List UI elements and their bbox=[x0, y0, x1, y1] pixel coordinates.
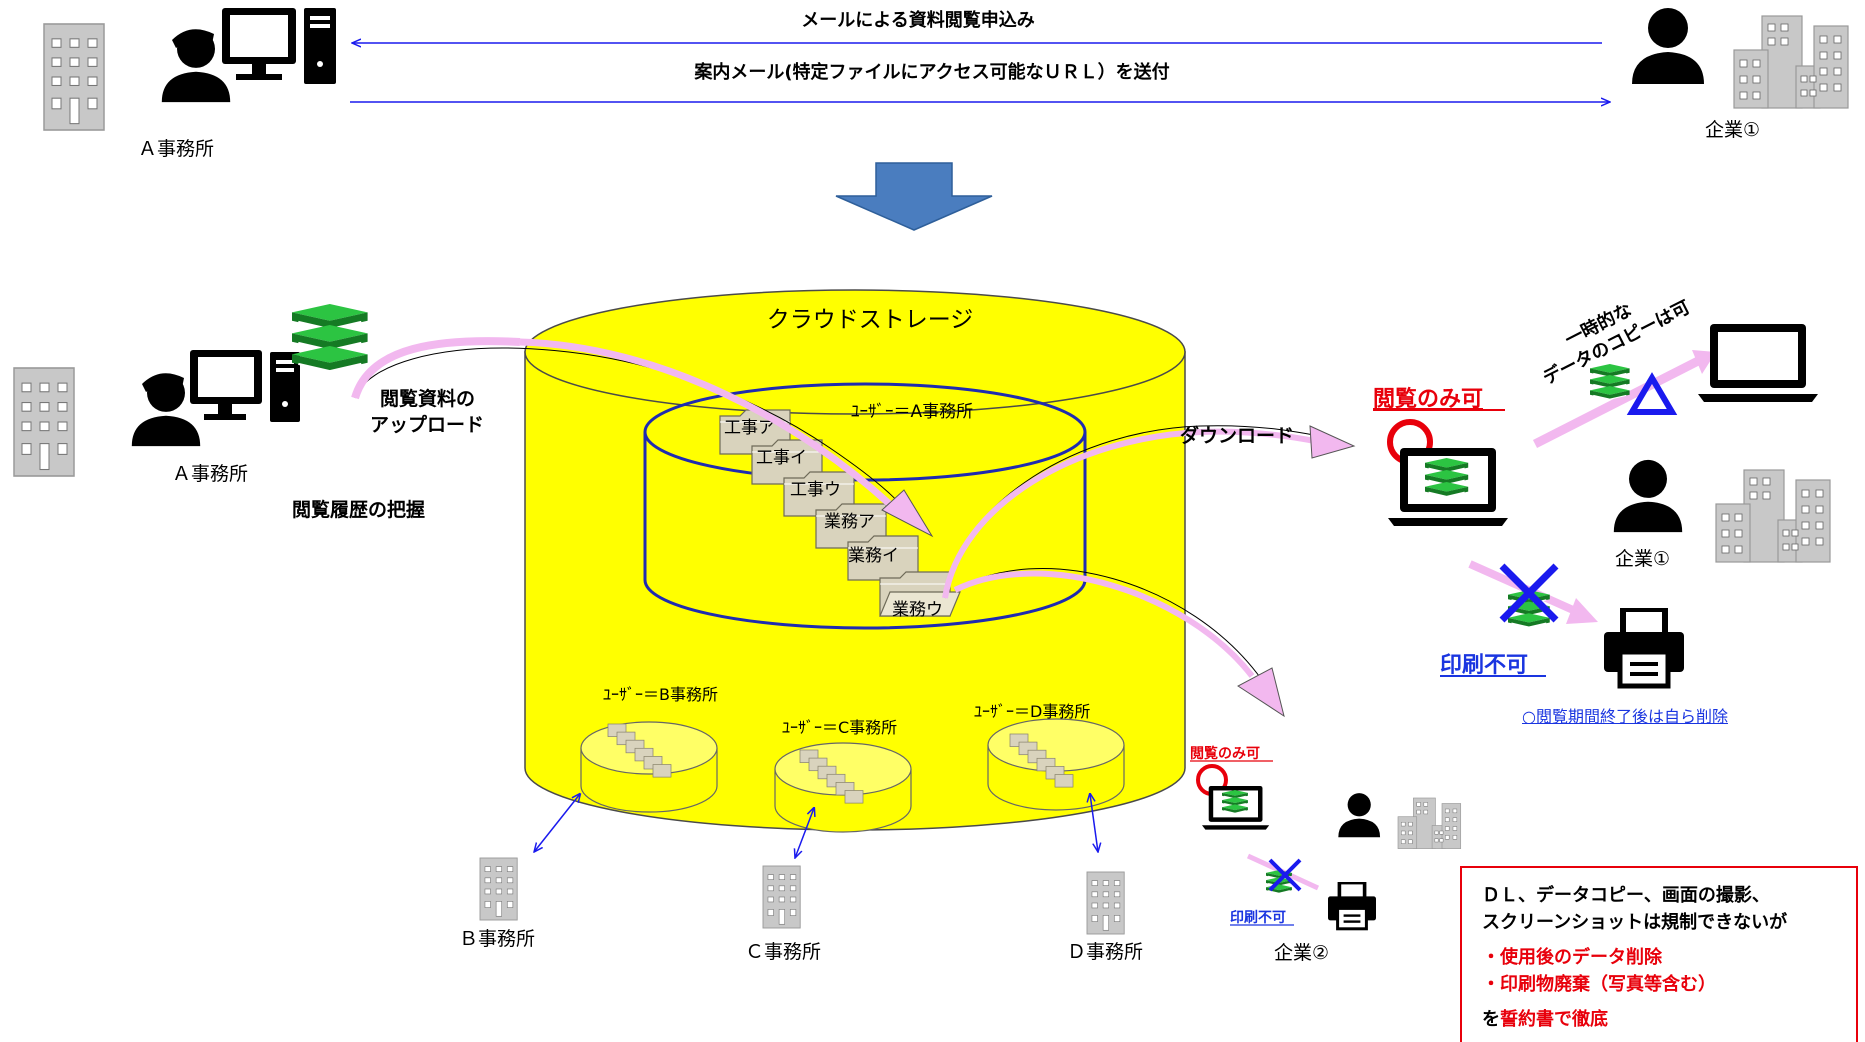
view-only-label: 閲覧のみ可 bbox=[1373, 386, 1483, 412]
user-a-label: ﾕｰｻﾞｰ＝A事務所 bbox=[851, 402, 973, 422]
cloud-storage-cylinder bbox=[524, 289, 1186, 831]
folder-kouji-u-label: 工事ウ bbox=[790, 480, 841, 500]
company2-view-only-label: 閲覧のみ可 bbox=[1190, 745, 1260, 762]
company2-curved-arrow bbox=[953, 567, 1285, 718]
office-d-label: Ｄ事務所 bbox=[1067, 941, 1143, 963]
office-b-building-icon bbox=[479, 857, 518, 921]
folder-gyoumu-u bbox=[879, 571, 961, 617]
conditional-triangle-icon bbox=[1626, 372, 1678, 415]
company2-prohibited-x-icon bbox=[1268, 858, 1302, 892]
guide-label: 案内メール(特定ファイルにアクセス可能なＵＲＬ）を送付 bbox=[693, 61, 1169, 83]
note-item-dispose: ・印刷物廃棄（写真等含む） bbox=[1482, 974, 1716, 995]
folder-kouji-a-label: 工事ア bbox=[724, 418, 775, 438]
office-d-link-arrow bbox=[1090, 794, 1098, 852]
user-c-storage bbox=[774, 742, 912, 833]
folder-kouji-i-label: 工事イ bbox=[756, 448, 807, 468]
prohibited-x-icon bbox=[1499, 563, 1559, 623]
folder-gyoumu-a-label: 業務ア bbox=[824, 512, 875, 532]
office-a-person-pc-icon bbox=[161, 8, 336, 103]
temp-copy-arrow bbox=[1532, 355, 1703, 449]
note-closing-pre: を bbox=[1482, 1009, 1500, 1030]
user-b-storage bbox=[580, 721, 718, 813]
upload-curved-arrow bbox=[351, 337, 934, 538]
company2-no-print-label: 印刷不可 bbox=[1230, 909, 1286, 926]
flow-down-arrow bbox=[835, 162, 993, 231]
office-c-link-arrow bbox=[795, 808, 814, 858]
no-print-label: 印刷不可 bbox=[1440, 653, 1528, 678]
note-closing: を誓約書で徹底 bbox=[1482, 1006, 1856, 1033]
company1-label-middle: 企業① bbox=[1615, 548, 1670, 570]
office-a-label-top: Ａ事務所 bbox=[138, 138, 214, 160]
office-d-building-icon bbox=[1086, 871, 1125, 935]
note-line2: スクリーンショットは規制できないが bbox=[1482, 912, 1788, 933]
company1-person-icon-middle bbox=[1613, 459, 1683, 533]
upload-label-line1: 閲覧資料の bbox=[380, 387, 475, 410]
company2-label: 企業② bbox=[1274, 942, 1329, 964]
user-d-storage bbox=[987, 718, 1125, 811]
company2-books-icon bbox=[1221, 789, 1249, 814]
user-c-label: ﾕｰｻﾞｰ＝C事務所 bbox=[782, 718, 897, 737]
company2-printer-icon bbox=[1326, 880, 1378, 931]
delete-after-period-link[interactable]: ○閲覧期間終了後は自ら削除 bbox=[1522, 707, 1728, 726]
books-icon-copy bbox=[1589, 363, 1631, 400]
print-arrowhead bbox=[1566, 598, 1598, 624]
office-b-link-arrow bbox=[534, 794, 580, 852]
laptop-icon-copy-target bbox=[1698, 324, 1818, 402]
user-d-label: ﾕｰｻﾞｰ＝D事務所 bbox=[974, 702, 1090, 721]
folder-gyoumu-u-label: 業務ウ bbox=[892, 600, 943, 620]
company1-label-top: 企業① bbox=[1705, 119, 1760, 141]
office-c-building-icon bbox=[762, 865, 801, 929]
office-a-building-middle bbox=[13, 367, 75, 477]
note-line1: ＤＬ、データコピー、画面の撮影、 bbox=[1482, 885, 1770, 906]
office-a-building-top bbox=[43, 23, 105, 131]
company1-buildings-icon-top bbox=[1733, 15, 1849, 109]
note-closing-pledge: 誓約書で徹底 bbox=[1500, 1009, 1608, 1030]
request-label: メールによる資料閲覧申込み bbox=[801, 9, 1034, 31]
office-b-label: Ｂ事務所 bbox=[459, 928, 535, 950]
download-label: ダウンロード bbox=[1180, 424, 1294, 447]
company1-buildings-icon-middle bbox=[1715, 469, 1831, 563]
download-curved-arrow bbox=[942, 425, 1356, 599]
office-c-label: Ｃ事務所 bbox=[745, 941, 821, 963]
folder-gyoumu-i-label: 業務イ bbox=[848, 546, 899, 566]
cloud-storage-title: クラウドストレージ bbox=[767, 307, 974, 333]
office-a-person-pc-icon-middle bbox=[131, 350, 300, 447]
printer-icon-company1 bbox=[1604, 608, 1684, 686]
user-b-label: ﾕｰｻﾞｰ＝B事務所 bbox=[603, 685, 718, 704]
office-a-label-middle: Ａ事務所 bbox=[172, 463, 248, 485]
note-item-delete: ・使用後のデータ削除 bbox=[1482, 947, 1662, 968]
books-icon-laptop bbox=[1424, 457, 1469, 497]
books-icon-upload bbox=[290, 302, 369, 373]
company2-person-icon bbox=[1338, 793, 1381, 838]
upload-label-line2: アップロード bbox=[370, 413, 484, 436]
pledge-note-box: ＤＬ、データコピー、画面の撮影、 スクリーンショットは規制できないが ・使用後の… bbox=[1460, 866, 1858, 1042]
company1-person-icon-top bbox=[1632, 8, 1704, 84]
view-history-label: 閲覧履歴の把握 bbox=[292, 498, 425, 521]
company2-buildings-icon bbox=[1397, 797, 1462, 849]
